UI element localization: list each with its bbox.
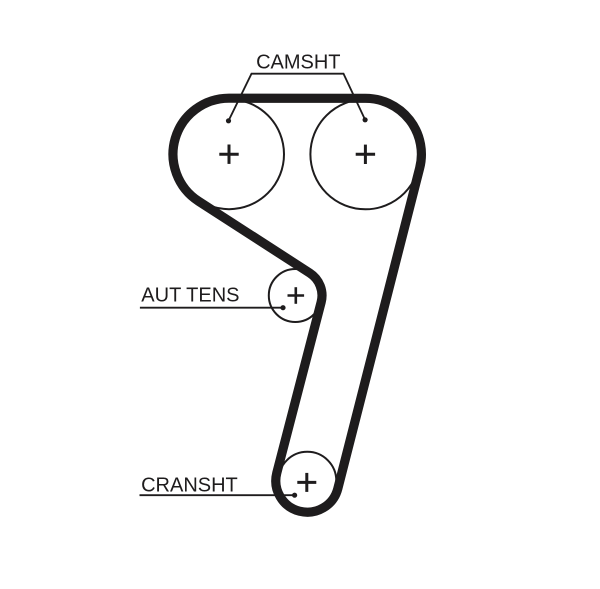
svg-text:CRANSHT: CRANSHT: [141, 474, 238, 496]
svg-text:AUT TENS: AUT TENS: [141, 285, 239, 307]
svg-text:CAMSHT: CAMSHT: [256, 51, 340, 73]
